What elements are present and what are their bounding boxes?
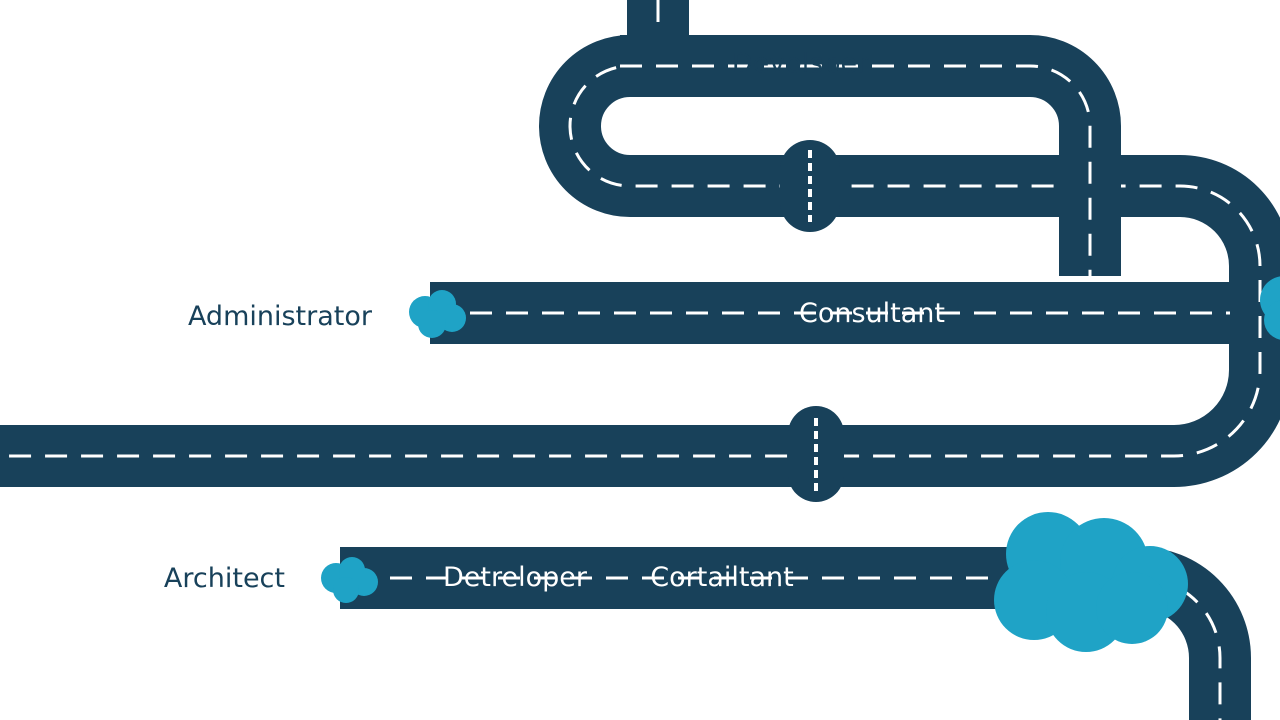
cloud-icon xyxy=(1260,276,1280,340)
cloud-icon xyxy=(409,290,466,338)
road-top-horizontal-dash xyxy=(620,64,1092,276)
cloud-icon xyxy=(994,512,1188,652)
label-cortailtant: Cortailtant xyxy=(650,562,793,593)
label-develsper: Develsper xyxy=(732,48,869,79)
junction-lower xyxy=(788,406,844,502)
junction-upper xyxy=(780,140,840,232)
label-administrator: Administrator xyxy=(188,301,373,332)
label-architect: Architect xyxy=(164,563,285,594)
road-top-loop-dash xyxy=(0,0,1260,456)
label-consultant: Consultant xyxy=(799,298,945,329)
label-detreloper: Detreloper xyxy=(443,562,588,593)
cloud-icon xyxy=(321,557,378,603)
